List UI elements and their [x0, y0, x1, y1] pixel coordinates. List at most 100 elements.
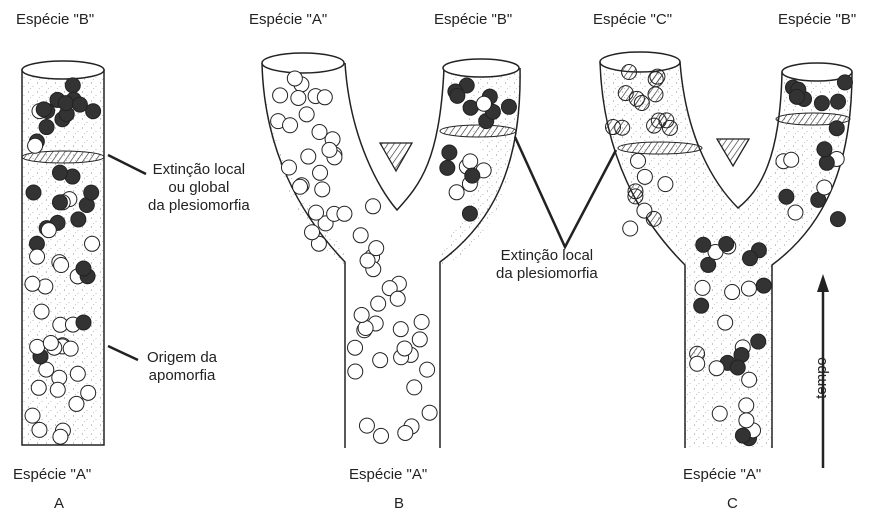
apomorphy-dot: [789, 89, 804, 104]
plesiomorphy-dot: [725, 285, 740, 300]
plesiomorphy-dot: [30, 249, 45, 264]
apomorphy-dot: [36, 102, 51, 117]
plesiomorphy-dot: [81, 385, 96, 400]
plesiomorphy-dot: [420, 362, 435, 377]
apomorphy-dot: [84, 185, 99, 200]
plesiomorphy-dot: [25, 276, 40, 291]
plesiomorphy-dot: [414, 315, 429, 330]
apomorphy-dot: [814, 96, 829, 111]
plesiomorphy-dot: [69, 396, 84, 411]
panel-b-letter: B: [394, 495, 404, 512]
plesiomorphy-dot: [463, 154, 478, 169]
plesiomorphy-dot: [283, 118, 298, 133]
plesiomorphy-dot: [788, 205, 803, 220]
annotation-extinction-local-or-global: Extinção local ou global da plesiomorfia: [148, 161, 250, 215]
apomorphy-dot: [65, 78, 80, 93]
plesiomorphy-dot: [712, 406, 727, 421]
apomorphy-dot: [450, 88, 465, 103]
hatched-dot: [629, 91, 644, 106]
apomorphy-dot: [742, 251, 757, 266]
apomorphy-dot: [440, 160, 455, 175]
plesiomorphy-dot: [41, 223, 56, 238]
plesiomorphy-dot: [322, 142, 337, 157]
apomorphy-dot: [76, 261, 91, 276]
plesiomorphy-dot: [393, 322, 408, 337]
apomorphy-dot: [730, 360, 745, 375]
hatched-dot: [622, 65, 637, 80]
panel-a-letter: A: [54, 495, 64, 512]
plesiomorphy-dot: [709, 361, 724, 376]
plesiomorphy-dot: [817, 180, 832, 195]
hatched-dot: [648, 87, 663, 102]
leader-line-extinction-bc: [515, 137, 616, 247]
panel-b-top-left-label: Espécie "A": [249, 11, 327, 29]
plesiomorphy-dot: [293, 179, 308, 194]
plesiomorphy-dot: [348, 364, 363, 379]
annotation-line: apomorfia: [147, 367, 217, 385]
panel-c-top-left-label: Espécie "C": [593, 11, 672, 29]
apomorphy-dot: [463, 100, 478, 115]
plesiomorphy-dot: [317, 90, 332, 105]
apomorphy-dot: [779, 189, 794, 204]
plesiomorphy-dot: [353, 228, 368, 243]
plesiomorphy-dot: [299, 107, 314, 122]
hatched-dot: [628, 189, 643, 204]
time-axis-label: tempo: [813, 357, 831, 399]
plesiomorphy-dot: [305, 225, 320, 240]
apomorphy-dot: [735, 428, 750, 443]
hatched-dot: [615, 120, 630, 135]
apomorphy-dot: [837, 75, 852, 90]
apomorphy-dot: [465, 168, 480, 183]
plesiomorphy-dot: [53, 429, 68, 444]
apomorphy-dot: [86, 104, 101, 119]
plesiomorphy-dot: [38, 279, 53, 294]
panel-b-top-right-label: Espécie "B": [434, 11, 512, 29]
apomorphy-dot: [694, 298, 709, 313]
plesiomorphy-dot: [658, 177, 673, 192]
annotation-line: Extinção local: [148, 161, 250, 179]
plesiomorphy-dot: [315, 182, 330, 197]
plesiomorphy-dot: [32, 422, 47, 437]
apomorphy-dot: [501, 99, 516, 114]
annotation-origin-apomorphy: Origem da apomorfia: [147, 349, 217, 385]
apomorphy-dot: [442, 145, 457, 160]
apomorphy-dot: [696, 237, 711, 252]
extinction-band-c-left: [618, 142, 702, 154]
plesiomorphy-dot: [25, 408, 40, 423]
panel-c-letter: C: [727, 495, 738, 512]
plesiomorphy-dot: [690, 356, 705, 371]
plesiomorphy-dot: [422, 405, 437, 420]
apomorphy-dot: [52, 165, 67, 180]
panel-c-top-right-label: Espécie "B": [778, 11, 856, 29]
plesiomorphy-dot: [366, 199, 381, 214]
plesiomorphy-dot: [43, 335, 58, 350]
apomorphy-dot: [39, 120, 54, 135]
plesiomorphy-dot: [695, 280, 710, 295]
plesiomorphy-dot: [374, 428, 389, 443]
plesiomorphy-dot: [412, 332, 427, 347]
plesiomorphy-dot: [301, 149, 316, 164]
plesiomorphy-dot: [390, 291, 405, 306]
annotation-line: Extinção local: [496, 247, 598, 265]
plesiomorphy-dot: [449, 185, 464, 200]
plesiomorphy-dot: [397, 341, 412, 356]
apomorphy-dot: [26, 185, 41, 200]
plesiomorphy-dot: [354, 307, 369, 322]
plesiomorphy-dot: [373, 353, 388, 368]
plesiomorphy-dot: [281, 160, 296, 175]
annotation-line: ou global: [148, 179, 250, 197]
plesiomorphy-dot: [623, 221, 638, 236]
plesiomorphy-dot: [371, 296, 386, 311]
plesiomorphy-dot: [54, 258, 69, 273]
panel-a-bottom-label: Espécie "A": [13, 466, 91, 484]
plesiomorphy-dot: [291, 90, 306, 105]
plesiomorphy-dot: [312, 125, 327, 140]
plesiomorphy-dot: [637, 169, 652, 184]
plesiomorphy-dot: [30, 339, 45, 354]
plesiomorphy-dot: [63, 341, 78, 356]
annotation-line: da plesiomorfia: [148, 197, 250, 215]
apomorphy-dot: [819, 155, 834, 170]
apomorphy-dot: [462, 206, 477, 221]
plesiomorphy-dot: [741, 281, 756, 296]
